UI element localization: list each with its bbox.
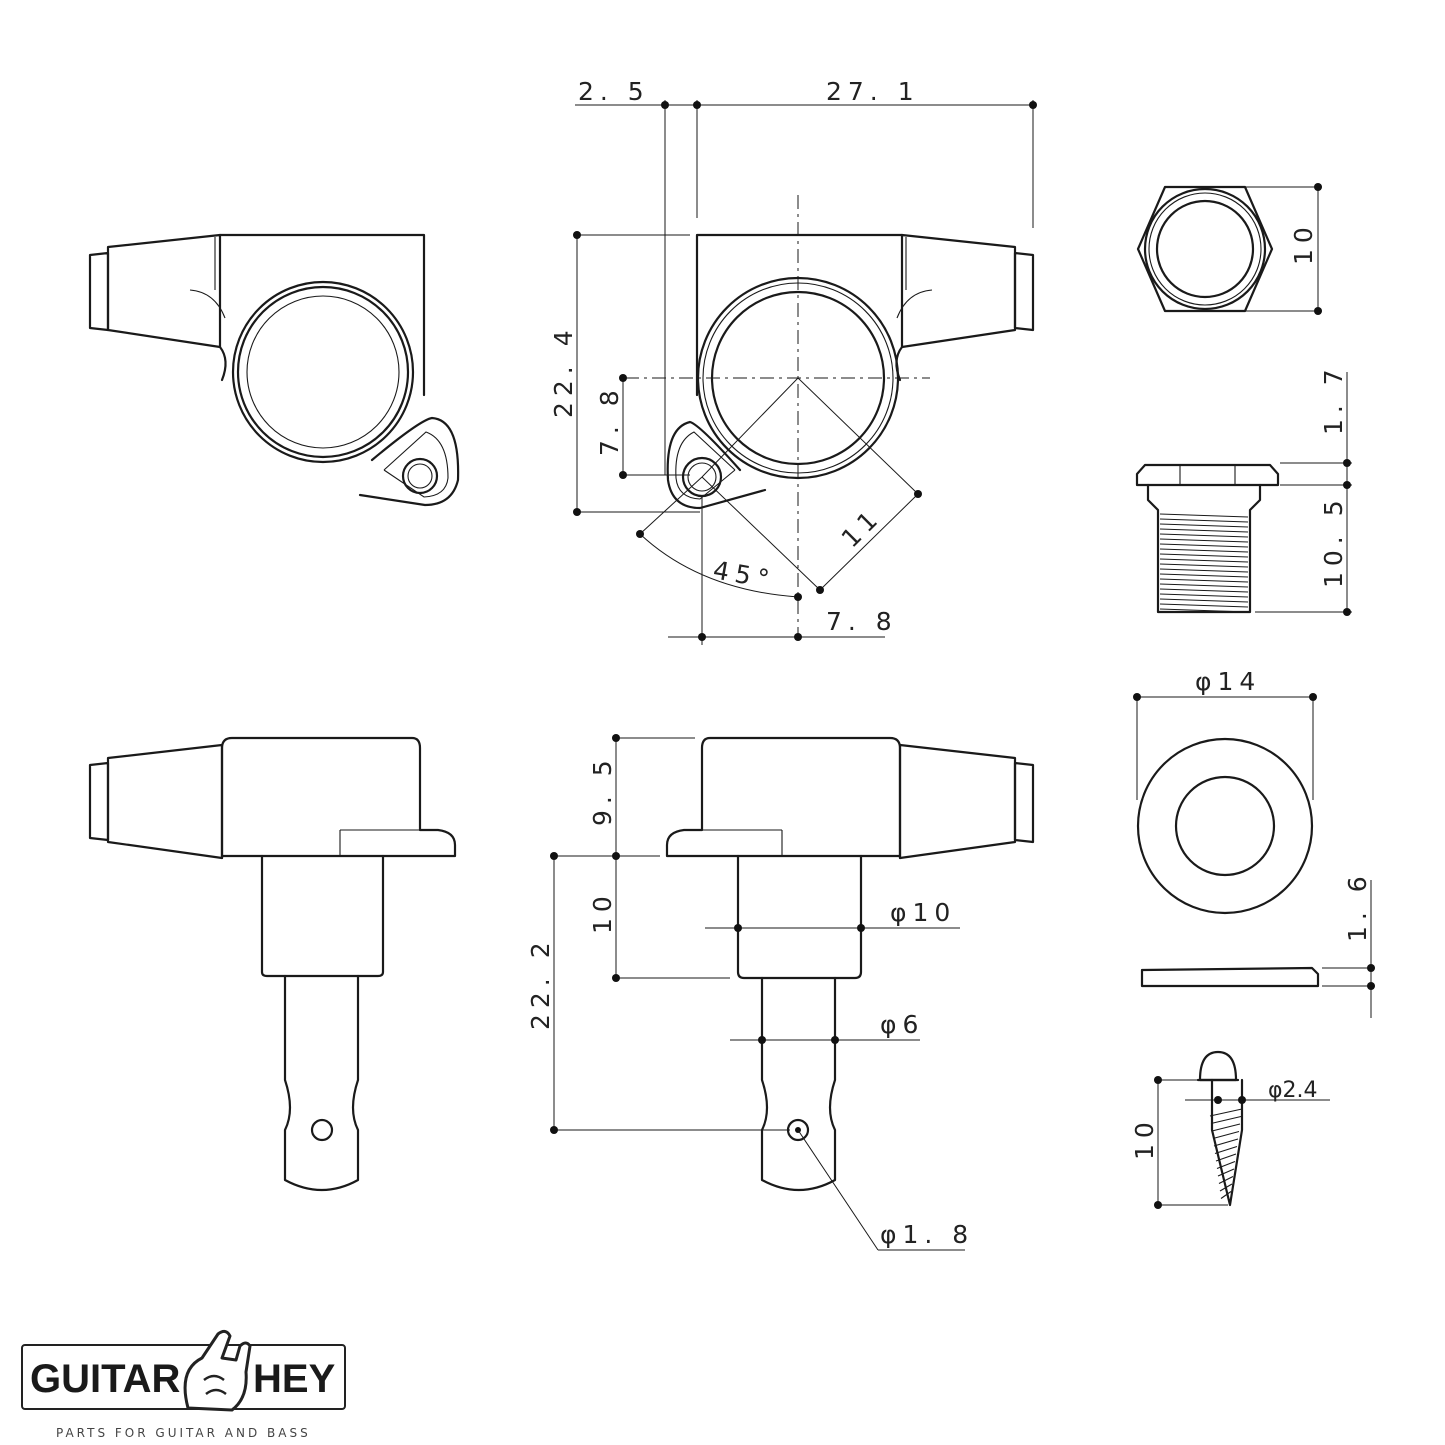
thread-line: [1159, 533, 1249, 538]
screw-thread-line: [1217, 1168, 1235, 1177]
screw-thread-line: [1213, 1138, 1239, 1147]
dim-post-length: 22. 2: [526, 936, 555, 1030]
dim-bushing-diameter: φ10: [890, 898, 956, 927]
screw-thread-line: [1218, 1176, 1234, 1184]
dim-string-hole-diameter: φ1. 8: [880, 1220, 974, 1249]
dim-housing-height: 22. 4: [549, 324, 578, 418]
dim-bushing-height: 10: [588, 890, 617, 934]
dim-post-diameter: φ6: [880, 1010, 924, 1039]
dim-hole-vertical: 7. 8: [595, 384, 624, 456]
thread-line: [1159, 573, 1249, 578]
dim-screw-length: 10: [1130, 1116, 1159, 1160]
tuner-front-view-dimensioned: [573, 100, 1037, 645]
thread-line: [1159, 583, 1249, 588]
dim-hole-radius: 11: [836, 502, 887, 553]
dim-nut-width: 10: [1289, 221, 1318, 265]
screw-thread-lines: [1209, 1108, 1243, 1199]
hex-nut-top-view: 10: [1136, 183, 1322, 315]
dim-nut-thread-length: 10. 5: [1319, 494, 1348, 588]
dim-overall-width: 27. 1: [826, 77, 920, 106]
dim-nut-flange: 1. 7: [1319, 363, 1348, 435]
dim-hole-angle: 45°: [711, 555, 777, 594]
thread-line: [1159, 568, 1249, 573]
screw-thread-line: [1214, 1145, 1238, 1155]
dim-washer-diameter: φ14: [1195, 667, 1261, 696]
tuner-back-view-left: [88, 233, 460, 507]
thread-line: [1159, 593, 1249, 598]
tuner-side-view-dimensioned: 9. 5 10 22. 2 φ10 φ6 φ1. 8: [526, 734, 1035, 1251]
thread-line: [1159, 543, 1249, 548]
thread-line: [1159, 578, 1249, 583]
screw-thread-line: [1215, 1153, 1237, 1162]
tuner-side-view-left: [88, 736, 457, 1191]
thread-lines: [1159, 513, 1249, 613]
screw-thread-line: [1209, 1108, 1243, 1117]
thread-line: [1159, 598, 1249, 603]
thread-line: [1159, 523, 1249, 528]
screw-thread-line: [1216, 1160, 1236, 1170]
thread-line: [1159, 603, 1249, 608]
dim-screw-diameter: φ2.4: [1268, 1078, 1318, 1103]
logo-right-word: HEY: [253, 1357, 336, 1401]
dim-post-offset: 2. 5: [578, 77, 650, 106]
thread-line: [1159, 528, 1249, 533]
dimension-labels-top: 2. 5 27. 1 22. 4 7. 8 7. 8 11 45°: [549, 77, 920, 636]
mounting-screw: 10 φ2.4: [1130, 1050, 1330, 1209]
thread-line: [1159, 563, 1249, 568]
guitarhey-logo: GUITAR HEY PARTS FOR GUITAR AND BASS: [21, 1329, 346, 1440]
thread-line: [1159, 588, 1249, 593]
logo-left-word: GUITAR: [30, 1357, 180, 1401]
screw-thread-line: [1212, 1130, 1240, 1140]
dim-hole-horizontal: 7. 8: [826, 607, 898, 636]
dim-washer-thickness: 1. 6: [1343, 870, 1372, 942]
screw-thread-line: [1220, 1191, 1232, 1199]
thread-line: [1159, 553, 1249, 558]
screw-thread-line: [1219, 1183, 1233, 1192]
screw-thread-line: [1210, 1115, 1242, 1125]
hex-nut-side-view: 1. 7 10. 5: [1135, 363, 1352, 616]
thread-line: [1159, 608, 1249, 613]
logo-tagline: PARTS FOR GUITAR AND BASS: [56, 1426, 311, 1440]
thread-line: [1159, 513, 1249, 518]
thread-line: [1159, 558, 1249, 563]
thread-line: [1159, 548, 1249, 553]
thread-line: [1159, 538, 1249, 543]
screw-thread-line: [1211, 1123, 1241, 1132]
thread-line: [1159, 518, 1249, 523]
washer-views: φ14 1. 6: [1133, 667, 1375, 1018]
dim-body-height: 9. 5: [588, 754, 617, 826]
rock-hand-icon: [183, 1329, 252, 1412]
